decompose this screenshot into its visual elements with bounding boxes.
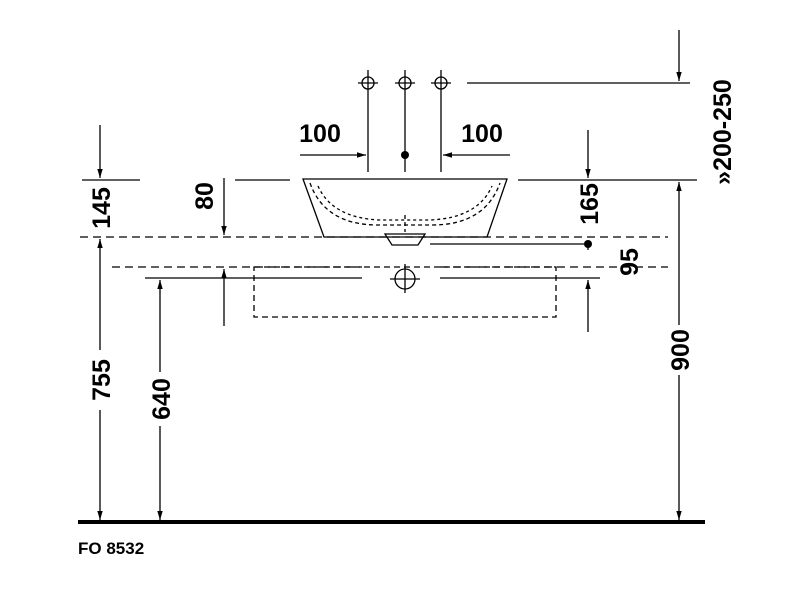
dim-label-145: 145 (88, 187, 116, 229)
dim-label-640: 640 (148, 378, 176, 420)
drain-fitting (383, 233, 427, 246)
drain-dot (584, 240, 592, 248)
basin-inner-2 (317, 185, 493, 221)
dim-label-95: 95 (616, 248, 644, 276)
dim-label-100-right: 100 (461, 120, 503, 148)
dim-label-165: 165 (576, 183, 604, 225)
dim-label-tap-height: »200-250 (709, 79, 737, 185)
tap-center-dot (401, 151, 409, 159)
dim-label-80: 80 (191, 182, 219, 210)
dim-label-100-left: 100 (299, 120, 341, 148)
product-code: FO 8532 (78, 539, 145, 558)
dim-label-755: 755 (88, 359, 116, 401)
basin-outline (302, 178, 508, 238)
dim-label-900: 900 (667, 329, 695, 371)
